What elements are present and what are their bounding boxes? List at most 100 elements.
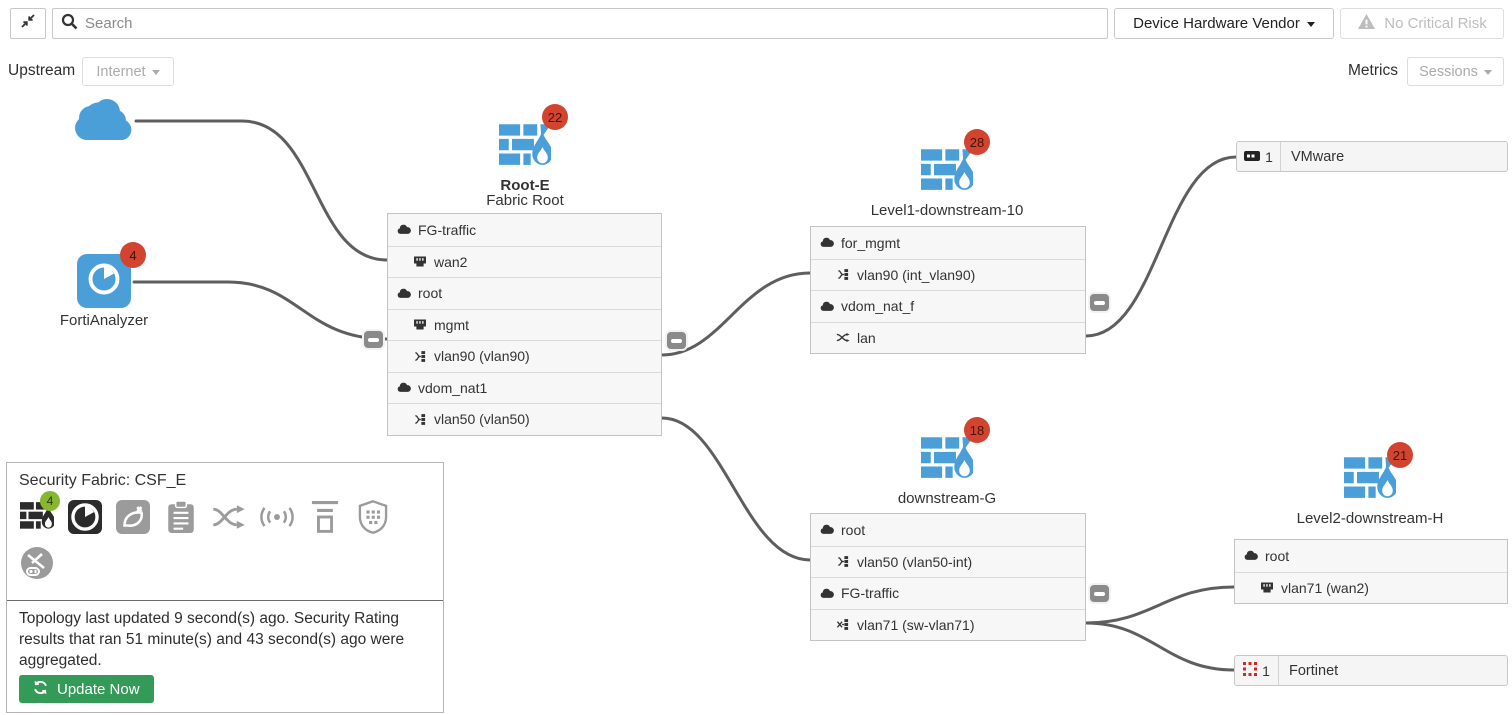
level2-interface-table: root vlan71 (wan2) xyxy=(1234,539,1508,604)
level1-firewall-icon[interactable] xyxy=(921,146,975,198)
interface-label: vlan90 (int_vlan90) xyxy=(857,266,976,283)
warning-triangle-icon xyxy=(1357,13,1376,34)
collapse-arrows-icon xyxy=(20,13,36,34)
vdom-row[interactable]: vdom_nat1 xyxy=(388,371,661,404)
level1-alert-badge[interactable]: 28 xyxy=(964,129,990,155)
collapse-node-button[interactable] xyxy=(1088,583,1111,604)
internet-cloud-icon[interactable] xyxy=(71,94,137,144)
vlan-icon xyxy=(412,349,427,363)
interface-label: vlan71 (wan2) xyxy=(1281,579,1369,596)
interface-label: vlan50 (vlan50-int) xyxy=(857,553,973,570)
upstream-select[interactable]: Internet xyxy=(82,57,174,86)
critical-risk-button[interactable]: No Critical Risk xyxy=(1340,8,1504,39)
vdom-cloud-icon xyxy=(819,299,834,313)
vdom-row[interactable]: root xyxy=(1235,540,1507,572)
vmware-endpoint[interactable]: 1 VMware xyxy=(1236,141,1508,172)
root-alert-badge[interactable]: 22 xyxy=(542,104,568,130)
link-level1-to-vmware xyxy=(1084,155,1238,338)
vdom-row[interactable]: for_mgmt xyxy=(811,227,1085,259)
metrics-select[interactable]: Sessions xyxy=(1407,57,1504,86)
update-now-button[interactable]: Update Now xyxy=(19,675,154,703)
interface-row[interactable]: vlan50 (vlan50-int) xyxy=(811,545,1085,578)
device-hardware-vendor-dropdown[interactable]: Device Hardware Vendor xyxy=(1114,8,1334,39)
fortigate-icon[interactable]: 4 xyxy=(19,491,60,535)
downstream-g-interface-table: root vlan50 (vlan50-int) FG-traffic vlan… xyxy=(810,513,1086,641)
vdom-cloud-icon xyxy=(1243,549,1258,563)
vdom-cloud-icon xyxy=(819,586,834,600)
interface-label: lan xyxy=(857,329,876,346)
topology-status-text: Topology last updated 9 second(s) ago. S… xyxy=(19,610,405,669)
vdom-label: root xyxy=(418,285,443,302)
chevron-down-icon xyxy=(1306,22,1315,27)
downstream-g-firewall-icon[interactable] xyxy=(921,434,975,486)
level1-node-name: Level1-downstream-10 xyxy=(870,202,1024,219)
clipboard-icon[interactable] xyxy=(163,499,199,535)
vendor-dropdown-label: Device Hardware Vendor xyxy=(1133,15,1300,32)
vdom-row[interactable]: FG-traffic xyxy=(811,577,1085,609)
metrics-label: Metrics xyxy=(1348,62,1398,79)
panel-divider xyxy=(7,600,443,601)
vdom-row[interactable]: vdom_nat_f xyxy=(811,290,1085,322)
interface-row[interactable]: mgmt xyxy=(388,308,661,341)
root-firewall-icon[interactable] xyxy=(499,121,553,173)
interface-row[interactable]: lan xyxy=(811,321,1085,354)
fortisandbox-icon[interactable] xyxy=(115,499,151,535)
downstream-g-alert-badge[interactable]: 18 xyxy=(964,417,990,443)
interface-label: wan2 xyxy=(434,253,468,270)
vdom-label: root xyxy=(841,521,866,538)
root-node-name: Root-E xyxy=(500,177,550,194)
vdom-label: FG-traffic xyxy=(841,585,900,602)
link-vlan71-to-fortinet xyxy=(1084,621,1236,672)
fortigate-count-badge: 4 xyxy=(40,491,60,511)
security-fabric-panel: Security Fabric: CSF_E 4 xyxy=(6,462,444,713)
endpoint-label: VMware xyxy=(1291,148,1345,165)
interface-row[interactable]: vlan71 (wan2) xyxy=(1235,571,1507,604)
link-fortianalyzer-to-root xyxy=(132,280,388,341)
level2-alert-badge[interactable]: 21 xyxy=(1387,442,1413,468)
vdom-cloud-icon xyxy=(396,381,411,395)
root-interface-table: FG-traffic wan2 root mgmt vlan90 (vlan90… xyxy=(387,213,662,436)
ethernet-port-icon xyxy=(1259,581,1274,595)
update-now-label: Update Now xyxy=(57,680,140,698)
interface-row[interactable]: vlan50 (vlan50) xyxy=(388,403,661,435)
search-input[interactable] xyxy=(85,15,1099,32)
vdom-cloud-icon xyxy=(819,523,834,537)
interface-label: vlan90 (vlan90) xyxy=(434,348,530,365)
metrics-value: Sessions xyxy=(1419,63,1478,80)
fortinet-endpoint[interactable]: 1 Fortinet xyxy=(1234,655,1508,686)
refresh-icon xyxy=(33,680,48,699)
interface-row[interactable]: vlan90 (int_vlan90) xyxy=(811,258,1085,291)
vdom-row[interactable]: root xyxy=(811,514,1085,546)
chevron-down-icon xyxy=(1483,70,1492,75)
link-vlan50-to-downstream-g xyxy=(660,416,812,562)
interface-row[interactable]: wan2 xyxy=(388,245,661,278)
switch-arrows-icon xyxy=(835,331,850,345)
interface-row[interactable]: vlan71 (sw-vlan71) xyxy=(811,608,1085,641)
endpoint-count: 1 xyxy=(1265,148,1273,165)
fortiswitch-icon[interactable] xyxy=(211,499,247,535)
collapse-node-button[interactable] xyxy=(665,330,688,351)
collapse-panel-button[interactable] xyxy=(10,8,46,39)
fabric-panel-title: Security Fabric: CSF_E xyxy=(19,472,187,489)
misc-device-icon[interactable] xyxy=(19,545,55,581)
interface-row[interactable]: vlan90 (vlan90) xyxy=(388,340,661,372)
collapse-node-button[interactable] xyxy=(362,329,385,350)
search-bar[interactable] xyxy=(52,8,1108,39)
link-vlan90-to-level1 xyxy=(660,271,812,357)
fortianalyzer-icon[interactable] xyxy=(67,499,103,535)
fortianalyzer-alert-badge[interactable]: 4 xyxy=(120,242,146,268)
vlan-icon xyxy=(412,412,427,426)
analyzer-clock-icon xyxy=(86,261,122,302)
fortianalyzer-label: FortiAnalyzer xyxy=(59,312,149,329)
endpoint-shield-icon[interactable] xyxy=(355,499,391,535)
fortiap-icon[interactable] xyxy=(259,499,295,535)
level1-interface-table: for_mgmt vlan90 (int_vlan90) vdom_nat_f … xyxy=(810,226,1086,354)
vdom-label: root xyxy=(1265,547,1290,564)
fortiextender-icon[interactable] xyxy=(307,499,343,535)
vdom-cloud-icon xyxy=(396,223,411,237)
downstream-g-node-name: downstream-G xyxy=(897,490,997,507)
vdom-row[interactable]: FG-traffic xyxy=(388,214,661,246)
collapse-node-button[interactable] xyxy=(1088,292,1111,313)
vdom-row[interactable]: root xyxy=(388,277,661,309)
